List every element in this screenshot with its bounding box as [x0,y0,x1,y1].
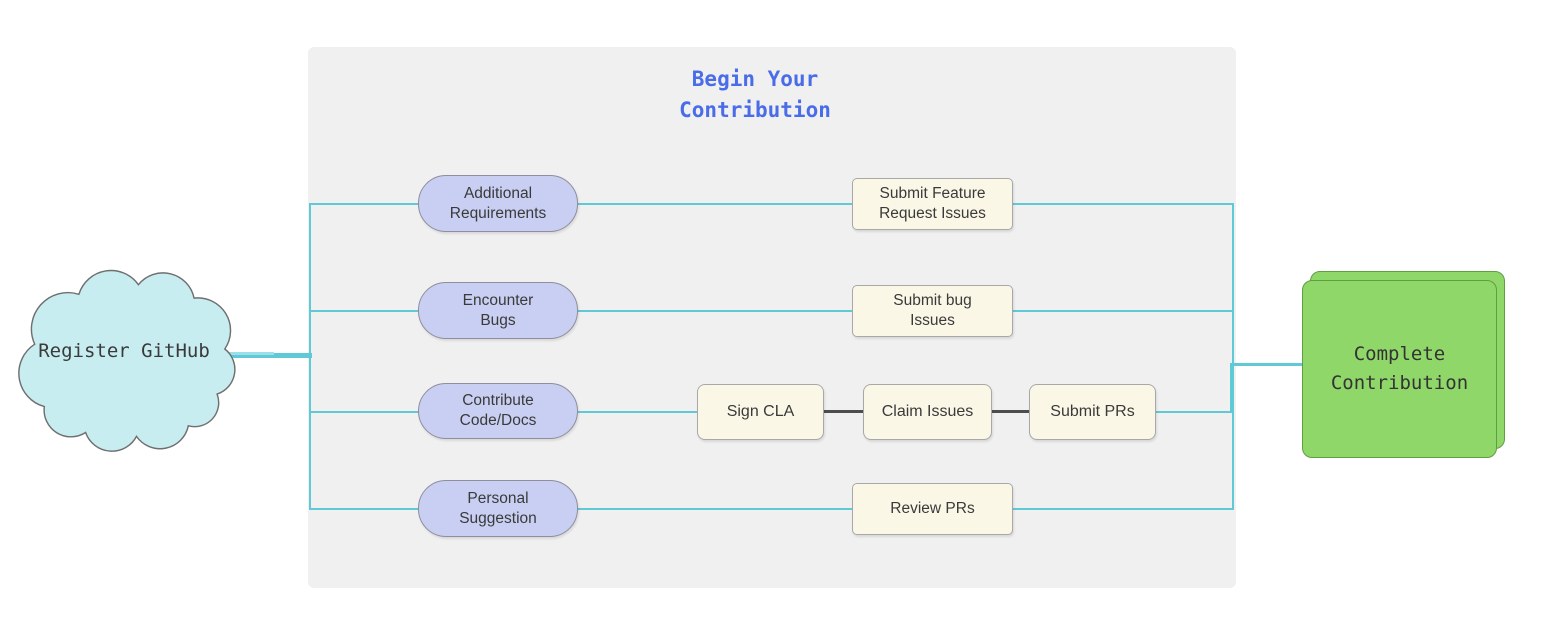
node-register-github [4,246,244,452]
node-sign-cla: Sign CLA [697,384,824,440]
node-label: Submit PRs [1050,403,1135,420]
node-personal-suggestion: Personal Suggestion [418,480,578,537]
node-label: Encounter Bugs [462,291,534,329]
connector-cloud-stub [226,352,274,355]
node-label: Additional Requirements [449,184,547,222]
connector-row3-right [1150,411,1233,413]
node-complete-contribution: Complete Contribution [1302,280,1497,458]
connector-signcla-claimissues [820,410,870,413]
node-label: Contribute Code/Docs [459,392,537,429]
node-submit-prs: Submit PRs [1029,384,1156,440]
connector-claimissues-submitprs [985,410,1035,413]
connector-group-to-complete [1233,363,1303,366]
node-additional-requirements: Additional Requirements [418,175,578,232]
connector-cloud-to-group [226,353,312,358]
node-encounter-bugs: Encounter Bugs [418,282,578,339]
node-submit-bug-issues: Submit bug Issues [852,285,1013,337]
node-register-github-label: Register GitHub [38,340,210,362]
node-label: Claim Issues [881,403,974,420]
node-label: Complete Contribution [1330,343,1469,394]
node-review-prs: Review PRs [852,483,1013,535]
cloud-shape-icon [18,269,236,452]
node-claim-issues: Claim Issues [863,384,992,440]
node-label: Submit bug Issues [893,292,972,329]
connector-row1 [310,203,1233,205]
node-label: Personal Suggestion [459,489,537,527]
connector-row2 [310,310,1233,312]
connector-right-vertical [1232,203,1234,510]
node-label: Review PRs [890,500,975,517]
node-label: Submit Feature Request Issues [879,185,986,222]
node-submit-feature-request-issues: Submit Feature Request Issues [852,178,1013,230]
node-label: Sign CLA [726,403,795,420]
connector-row4 [310,508,1233,510]
connector-right-junction [1230,363,1234,412]
node-contribute-code-docs: Contribute Code/Docs [418,383,578,439]
group-title: Begin Your Contribution [679,67,831,122]
